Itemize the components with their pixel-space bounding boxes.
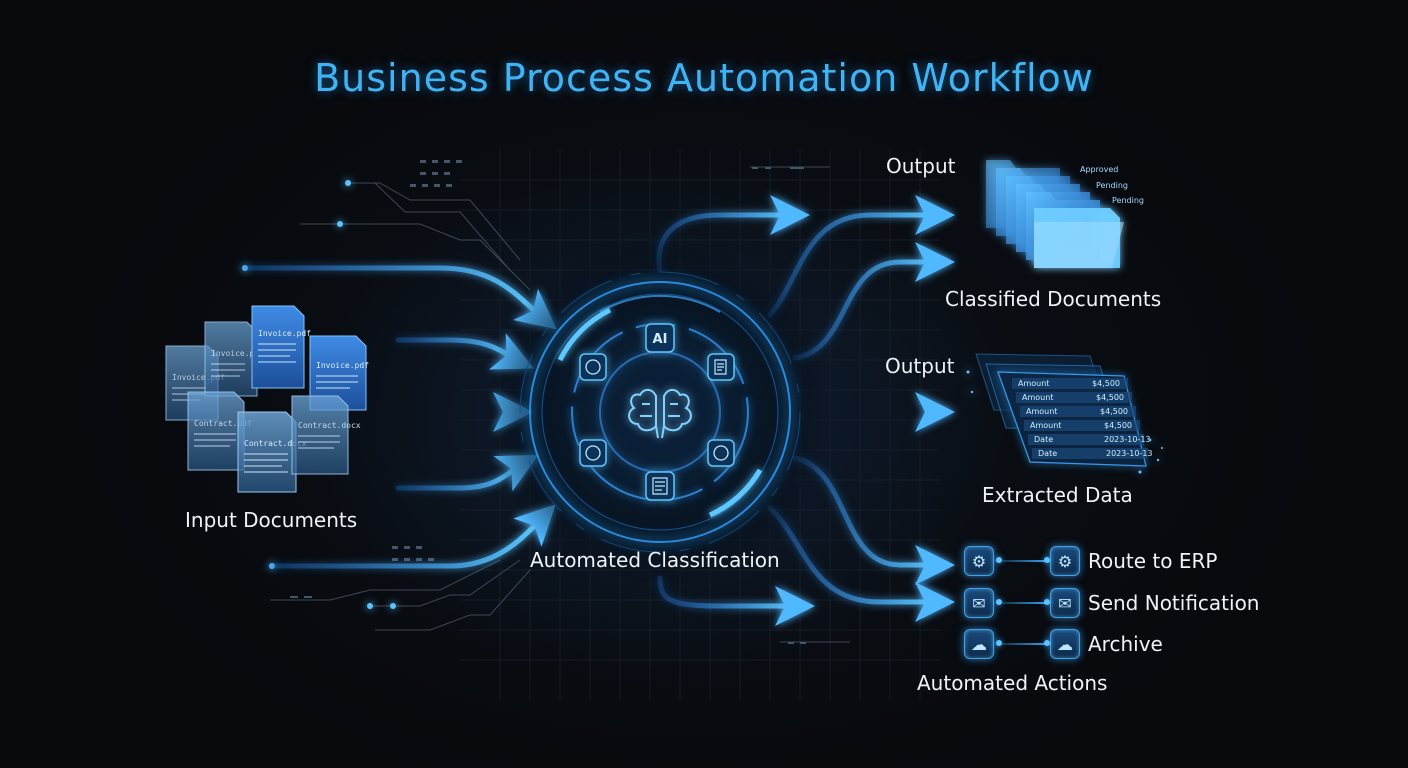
- brain-icon: [579, 439, 607, 467]
- classification-core: [485, 237, 835, 587]
- svg-text:Amount: Amount: [1026, 407, 1057, 416]
- orbit-icons: AI: [579, 323, 735, 501]
- document-card: Contract.docx: [237, 411, 307, 493]
- svg-text:2023-10-13: 2023-10-13: [1104, 435, 1151, 444]
- action-connector: [994, 557, 1050, 563]
- envelope-icon: ✉: [1050, 588, 1080, 618]
- folder-tab-label: Pending: [1096, 181, 1128, 190]
- automated-actions-label: Automated Actions: [917, 671, 1108, 695]
- gear-icon: ⚙: [964, 546, 994, 576]
- svg-text:Amount: Amount: [1030, 421, 1061, 430]
- cloud-icon: ☁: [964, 629, 994, 659]
- sparkle-dots: [966, 370, 1163, 474]
- input-documents: Invoice.pdf Invoice.pdf Invoice.pdf Invo…: [165, 305, 369, 493]
- diagram-title: Business Process Automation Workflow: [314, 56, 1094, 100]
- action-label: Route to ERP: [1088, 549, 1218, 573]
- action-connector: [994, 640, 1050, 646]
- svg-text:Invoice.pdf: Invoice.pdf: [258, 329, 311, 338]
- document-card: Contract.docx: [291, 395, 361, 475]
- envelope-icon: ✉: [964, 588, 994, 618]
- svg-text:Invoice.pdf: Invoice.pdf: [172, 373, 225, 382]
- gear-icon: ⚙: [1050, 546, 1080, 576]
- output-label-mid: Output: [885, 354, 955, 378]
- svg-text:Date: Date: [1038, 449, 1057, 458]
- svg-text:Invoice.pdf: Invoice.pdf: [316, 361, 369, 370]
- folder-tabs: Approved Pending Pending: [1080, 165, 1144, 205]
- extracted-data-table: Amount $4,500 Amount $4,500 Amount $4,500 A…: [975, 353, 1153, 467]
- svg-text:Contract.pdf: Contract.pdf: [194, 419, 252, 428]
- svg-text:Amount: Amount: [1022, 393, 1053, 402]
- brain-icon: [707, 439, 735, 467]
- table-row: Date 2023-10-13: [1028, 434, 1151, 445]
- classified-documents-label: Classified Documents: [945, 287, 1162, 311]
- input-documents-label: Input Documents: [185, 508, 358, 532]
- svg-text:AI: AI: [653, 332, 668, 347]
- decorative-dashes: [290, 160, 806, 644]
- svg-text:Invoice.pdf: Invoice.pdf: [211, 349, 264, 358]
- table-row: Date 2023-10-13: [1032, 448, 1153, 459]
- svg-text:Contract.docx: Contract.docx: [244, 439, 307, 448]
- classified-folders: [986, 160, 1124, 268]
- folder-tab-label: Pending: [1112, 196, 1144, 205]
- document-icon: [707, 353, 735, 381]
- svg-text:$4,500: $4,500: [1104, 421, 1132, 430]
- document-icon: [645, 471, 675, 501]
- table-row: Amount $4,500: [1020, 406, 1136, 417]
- svg-text:$4,500: $4,500: [1092, 379, 1120, 388]
- document-card: Invoice.pdf: [251, 305, 311, 389]
- automated-classification-label: Automated Classification: [530, 548, 780, 572]
- action-send-notification: ✉ ✉ Send Notification: [964, 588, 1259, 618]
- svg-text:$4,500: $4,500: [1096, 393, 1124, 402]
- output-label-top: Output: [886, 154, 956, 178]
- action-route-to-erp: ⚙ ⚙ Route to ERP: [964, 546, 1217, 576]
- action-label: Send Notification: [1088, 591, 1260, 615]
- action-connector: [994, 599, 1050, 605]
- svg-text:Amount: Amount: [1018, 379, 1049, 388]
- ai-chip-icon: AI: [645, 323, 675, 353]
- table-row: Amount $4,500: [1016, 392, 1132, 403]
- svg-text:$4,500: $4,500: [1100, 407, 1128, 416]
- brain-icon: [579, 353, 607, 381]
- action-label: Archive: [1088, 632, 1163, 656]
- svg-text:Date: Date: [1034, 435, 1053, 444]
- brain-icon: [628, 388, 692, 439]
- svg-text:Contract.docx: Contract.docx: [298, 421, 361, 430]
- svg-text:2023-10-13: 2023-10-13: [1106, 449, 1153, 458]
- cloud-icon: ☁: [1050, 629, 1080, 659]
- action-archive: ☁ ☁ Archive: [964, 629, 1163, 659]
- table-row: Amount $4,500: [1012, 378, 1128, 389]
- table-row: Amount $4,500: [1024, 420, 1140, 431]
- extracted-data-label: Extracted Data: [982, 483, 1133, 507]
- folder-tab-label: Approved: [1080, 165, 1118, 174]
